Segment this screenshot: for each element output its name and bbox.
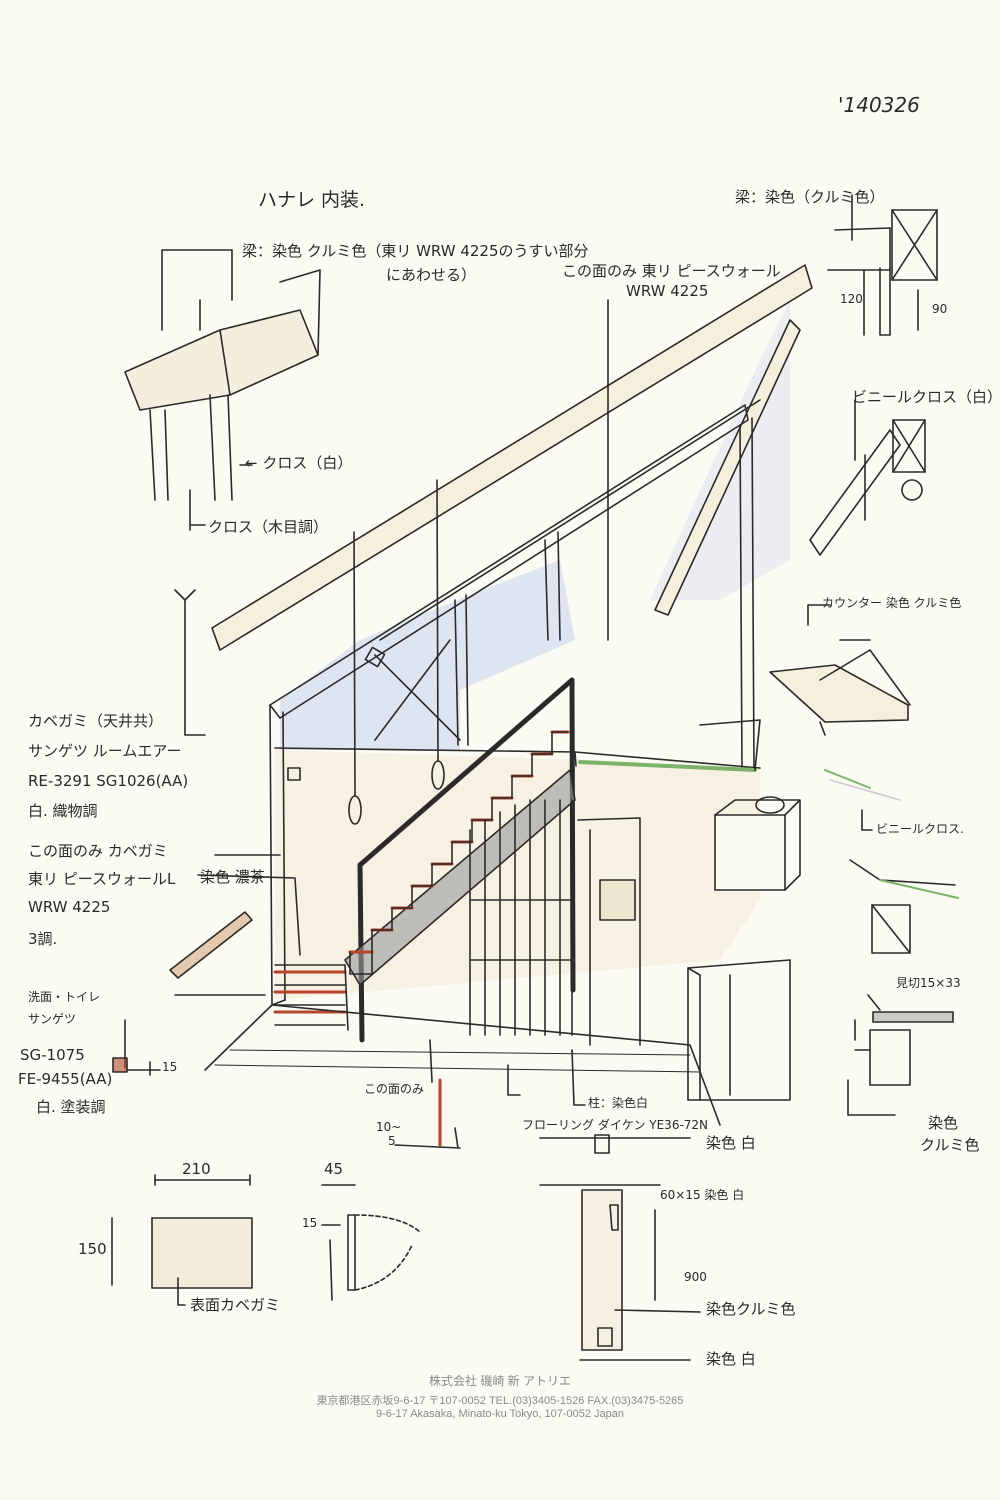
note-rail-dim: 60×15 染色 白 xyxy=(660,1188,745,1202)
note-pillar: 柱：染色白 xyxy=(588,1096,649,1110)
note-toilet-2: サンゲツ xyxy=(28,1012,77,1026)
dim-10-5-a: 10~ xyxy=(376,1120,402,1134)
note-wall-face-1: この面のみ カベガミ xyxy=(28,842,168,860)
mikiri-detail xyxy=(847,994,954,1116)
note-cross-wood: クロス（木目調） xyxy=(208,518,329,536)
trim-detail-left xyxy=(112,1019,161,1076)
note-wall-face-4: 3調. xyxy=(28,930,58,948)
loft-green-edge xyxy=(578,760,757,772)
note-stain-white-2: 染色 白 xyxy=(706,1350,756,1368)
note-vinyl-cross-white: ビニールクロス（白） xyxy=(852,388,1000,406)
vinyl-cross-detail xyxy=(809,399,926,556)
note-mirror: 表面カベガミ xyxy=(190,1296,281,1314)
footer-company: 株式会社 磯崎 新 アトリエ xyxy=(428,1374,571,1388)
dim-900: 900 xyxy=(684,1270,707,1284)
note-beam-main-1: 梁：染色 クルミ色（東リ WRW 4225のうすい部分 xyxy=(242,242,589,260)
note-stain-walnut-1: 染色 xyxy=(928,1114,959,1132)
ceiling-edge-detail xyxy=(849,859,959,954)
note-stain-dark: 染色 濃茶 xyxy=(200,868,265,886)
note-toilet-5: 白. 塗装調 xyxy=(36,1098,106,1116)
window-glass xyxy=(280,560,575,750)
leader-arrows xyxy=(174,299,871,1106)
note-counter: カウンター 染色 クルミ色 xyxy=(822,596,962,610)
note-ceiling-2: サンゲツ ルームエアー xyxy=(28,742,182,760)
note-ceiling-4: 白. 織物調 xyxy=(28,802,98,820)
footer-address-jp: 東京都港区赤坂9-6-17 〒107-0052 TEL.(03)3405-152… xyxy=(316,1395,684,1407)
note-beam-right: 梁：染色（クルミ色） xyxy=(735,188,885,206)
dim-10-5-b: 5 xyxy=(388,1134,396,1148)
dimension-strip xyxy=(394,1078,461,1149)
footer-address-en: 9-6-17 Akasaka, Minato-ku Tokyo, 107-005… xyxy=(375,1408,625,1420)
note-toilet-3: SG-1075 xyxy=(20,1046,85,1064)
dim-15-b: 15 xyxy=(302,1216,318,1230)
handrail-section-detail xyxy=(539,1134,701,1361)
note-wall-only-2: WRW 4225 xyxy=(626,282,709,300)
note-vinyl-cross: ビニールクロス. xyxy=(876,822,964,836)
note-ceiling-3: RE-3291 SG1026(AA) xyxy=(28,772,189,790)
note-toilet-1: 洗面・トイレ xyxy=(28,990,101,1004)
beam-joint-detail xyxy=(124,249,321,531)
note-wall-only-1: この面のみ 東リ ピースウォール xyxy=(562,262,781,280)
beam-section-detail xyxy=(827,194,938,336)
stair-stringer xyxy=(344,769,576,986)
sheet-date: '140326 xyxy=(838,93,920,117)
sheet-title: ハナレ 内装. xyxy=(258,189,366,211)
dim-90: 90 xyxy=(932,302,948,316)
note-toilet-4: FE-9455(AA) xyxy=(18,1070,113,1088)
room-perspective xyxy=(169,264,813,1126)
slat-screen xyxy=(469,799,573,1036)
note-wall-face-2: 東リ ピースウォールL xyxy=(28,870,176,888)
dim-150: 150 xyxy=(78,1240,107,1258)
dim-15-left: 15 xyxy=(162,1060,178,1074)
note-cross-white: ← クロス（白） xyxy=(245,454,353,472)
note-wall-face-3: WRW 4225 xyxy=(28,898,111,916)
note-mikiri: 見切15×33 xyxy=(896,976,961,990)
note-beam-main-2: にあわせる） xyxy=(386,266,477,284)
note-stain-walnut-3: 染色クルミ色 xyxy=(706,1300,796,1318)
dim-120: 120 xyxy=(840,292,863,306)
note-only-face: この面のみ xyxy=(364,1082,425,1096)
counter-detail xyxy=(769,604,911,831)
mirror-detail xyxy=(111,1174,421,1306)
note-flooring: フローリング ダイケン YE36-72N xyxy=(522,1118,709,1132)
dim-210: 210 xyxy=(182,1160,211,1178)
note-stain-walnut-2: クルミ色 xyxy=(920,1136,980,1154)
note-stain-white-1: 染色 白 xyxy=(706,1134,756,1152)
dim-45: 45 xyxy=(324,1160,344,1178)
note-ceiling-1: カベガミ（天井共） xyxy=(28,712,164,730)
